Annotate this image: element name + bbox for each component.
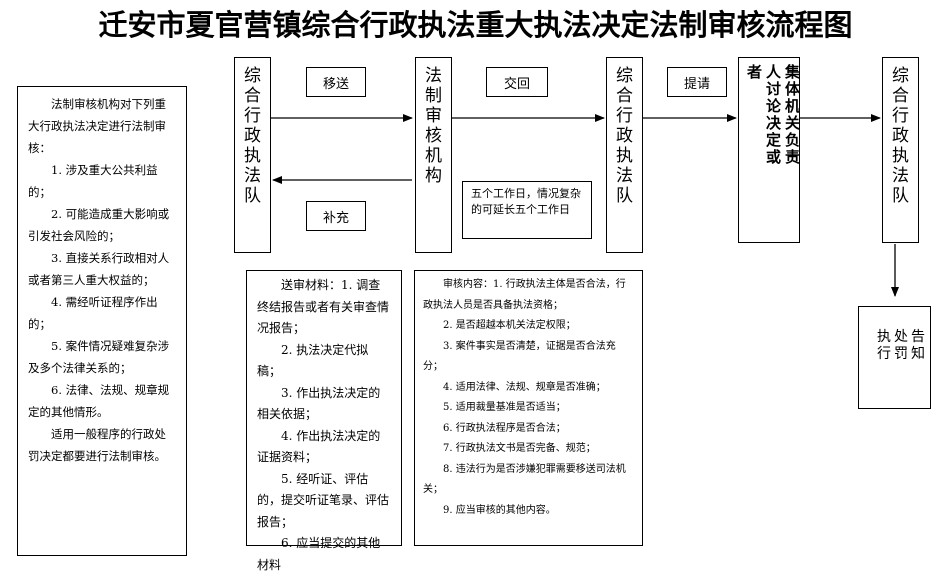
materials-item-6: 6. 应当提交的其他材料 bbox=[257, 536, 381, 572]
text-column: 集 体 机 关 负 责 bbox=[785, 63, 801, 166]
review-item-2: 2. 是否超越本机关法定权限； bbox=[443, 320, 576, 331]
review-item-9: 9. 应当审核的其他内容。 bbox=[443, 504, 556, 516]
scope-item-5: 5. 案件情况疑难复杂涉及多个法律关系的； bbox=[28, 339, 170, 375]
review-item-3: 3. 案件事实是否清楚，证据是否合法充分； bbox=[423, 340, 616, 373]
label-submit: 提请 bbox=[667, 67, 727, 97]
node-label: 综 合 行 政 执 法 队 bbox=[244, 66, 261, 206]
materials-item-4: 4. 作出执法决定的证据资料； bbox=[257, 428, 381, 465]
materials-item-5: 5. 经听证、评估的，提交听证笔录、评估报告； bbox=[257, 471, 390, 529]
node-label: 综 合 行 政 执 法 队 bbox=[616, 66, 633, 206]
review-item-8: 8. 违法行为是否涉嫌犯罪需要移送司法机关； bbox=[423, 463, 626, 496]
node-enforcement-team-3: 综 合 行 政 执 法 队 bbox=[882, 57, 919, 243]
scope-item-1: 1. 涉及重大公共利益的； bbox=[28, 163, 158, 199]
scope-item-3: 3. 直接关系行政相对人或者第三人重大权益的； bbox=[28, 251, 170, 287]
review-content-box: 审核内容：1. 行政执法主体是否合法，行政执法人员是否具备执法资格； 2. 是否… bbox=[414, 270, 643, 546]
scope-item-6: 6. 法律、法规、规章规定的其他情形。 bbox=[28, 383, 170, 419]
review-item-6: 6. 行政执法程序是否合法； bbox=[443, 422, 566, 434]
materials-intro: 送审材料：1. 调查终结报告或者有关审查情况报告； bbox=[257, 278, 390, 335]
notify-penalty-text: 告 知处 罚执 行 bbox=[877, 329, 925, 363]
scope-general: 适用一般程序的行政处罚决定都要进行法制审核。 bbox=[28, 427, 166, 463]
review-item-4: 4. 适用法律、法规、规章是否准确； bbox=[443, 381, 606, 393]
review-item-5: 5. 适用裁量基准是否适当； bbox=[443, 402, 566, 413]
text-column: 告 知 bbox=[911, 329, 925, 362]
scope-item-2: 2. 可能造成重大影响或引发社会风险的； bbox=[28, 207, 170, 243]
label-transfer: 移送 bbox=[306, 67, 366, 97]
review-intro: 审核内容：1. 行政执法主体是否合法，行政执法人员是否具备执法资格； bbox=[423, 279, 626, 311]
materials-box: 送审材料：1. 调查终结报告或者有关审查情况报告； 2. 执法决定代拟稿； 3.… bbox=[246, 270, 402, 572]
page-title: 迁安市夏官营镇综合行政执法重大执法决定法制审核流程图 bbox=[98, 8, 853, 42]
text-column: 人 讨 论 决 定 或 bbox=[766, 63, 782, 166]
materials-item-2: 2. 执法决定代拟稿； bbox=[257, 342, 369, 379]
collective-decision-text: 集 体 机 关 负 责人 讨 论 决 定 或者 bbox=[747, 64, 800, 166]
scope-box: 法制审核机构对下列重大行政执法决定进行法制审核： 1. 涉及重大公共利益的； 2… bbox=[17, 86, 187, 556]
scope-intro: 法制审核机构对下列重大行政执法决定进行法制审核： bbox=[28, 97, 166, 155]
text-column: 者 bbox=[747, 63, 763, 81]
label-supplement: 补充 bbox=[306, 201, 366, 231]
node-label: 综 合 行 政 执 法 队 bbox=[892, 66, 909, 206]
node-enforcement-team-2: 综 合 行 政 执 法 队 bbox=[606, 57, 643, 253]
materials-item-3: 3. 作出执法决定的相关依据； bbox=[257, 385, 381, 422]
node-legal-review: 法 制 审 核 机 构 bbox=[415, 57, 452, 253]
scope-item-4: 4. 需经听证程序作出的； bbox=[28, 295, 158, 331]
node-enforcement-team-1: 综 合 行 政 执 法 队 bbox=[234, 57, 271, 253]
node-label: 法 制 审 核 机 构 bbox=[425, 66, 442, 186]
label-return: 交回 bbox=[486, 67, 548, 97]
node-collective-decision: 集 体 机 关 负 责人 讨 论 决 定 或者 bbox=[738, 57, 800, 243]
text-column: 处 罚 bbox=[894, 329, 908, 362]
time-limit-note: 五个工作日，情况复杂的可延长五个工作日 bbox=[462, 181, 592, 239]
node-notify-penalty: 告 知处 罚执 行 bbox=[858, 306, 931, 409]
review-item-7: 7. 行政执法文书是否完备、规范； bbox=[443, 443, 596, 454]
text-column: 执 行 bbox=[877, 329, 891, 362]
